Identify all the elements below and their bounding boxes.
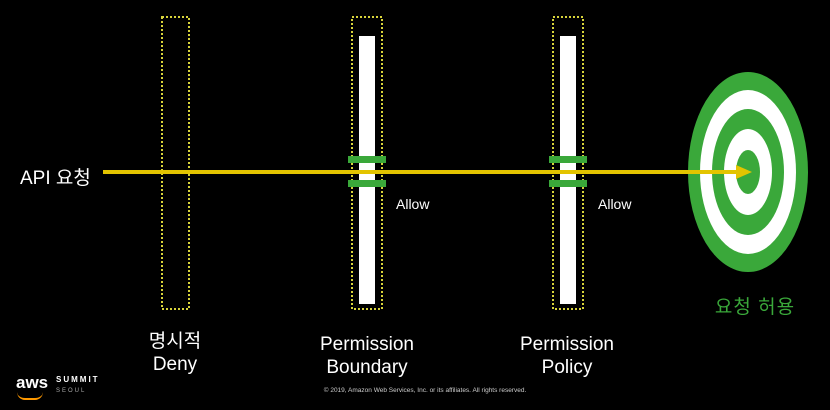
copyright-notice: © 2019, Amazon Web Services, Inc. or its… [323, 387, 527, 394]
policy-layer-subtitle: Policy [541, 357, 593, 378]
boundary-layer-subtitle: Boundary [326, 357, 408, 378]
boundary-allow-label: Allow [396, 196, 430, 212]
boundary-layer-title: Permission [320, 334, 414, 355]
aws-smile-icon [17, 392, 43, 400]
boundary-layer-label: Permission Boundary [297, 333, 437, 379]
seoul-label: SEOUL [56, 388, 87, 394]
deny-layer-label: 명시적 Deny [115, 330, 235, 376]
summit-label: SUMMIT [56, 375, 100, 384]
aws-logo: aws [16, 373, 49, 392]
request-arrow-head [736, 165, 752, 179]
deny-layer-subtitle: Deny [152, 354, 198, 375]
deny-layer-title: 명시적 [148, 331, 202, 352]
boundary-allow-bar-top [348, 156, 386, 163]
policy-allow-label: Allow [598, 196, 632, 212]
policy-layer-label: Permission Policy [497, 333, 637, 379]
policy-layer-title: Permission [520, 334, 614, 355]
request-allowed-label: 요청 허용 [714, 297, 796, 318]
policy-allow-bar-bottom [549, 180, 587, 187]
policy-allow-bar-top [549, 156, 587, 163]
deny-frame [161, 16, 190, 310]
boundary-allow-bar-bottom [348, 180, 386, 187]
api-request-label: API 요청 [20, 168, 91, 189]
